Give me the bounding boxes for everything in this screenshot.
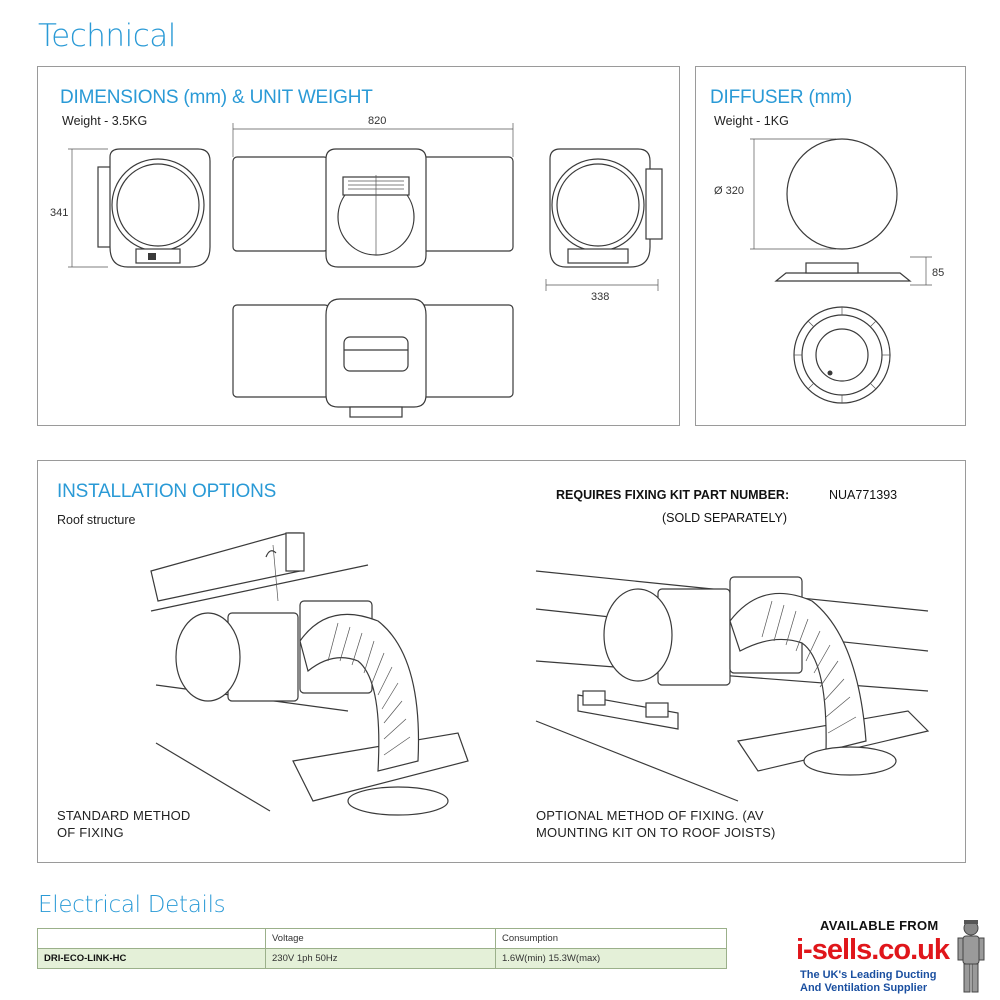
- fixing-kit-number: NUA771393: [829, 488, 898, 502]
- table-header-consumption: Consumption: [495, 928, 727, 949]
- table-header-row: Voltage Consumption: [37, 928, 727, 949]
- electrical-table: Voltage Consumption DRI-ECO-LINK-HC 230V…: [37, 928, 727, 969]
- fixing-kit-label: REQUIRES FIXING KIT PART NUMBER:: [556, 488, 790, 502]
- roof-structure-label: Roof structure: [57, 513, 136, 527]
- bottom-view-drawing: [232, 298, 514, 418]
- width-dimension: 820: [368, 115, 387, 127]
- table-header-model: [37, 928, 266, 949]
- installation-title: INSTALLATION OPTIONS: [57, 481, 277, 502]
- table-header-voltage: Voltage: [265, 928, 496, 949]
- standard-method-caption-line1: STANDARD METHOD: [57, 808, 191, 823]
- dimensions-panel: DIMENSIONS (mm) & UNIT WEIGHT Weight - 3…: [37, 66, 680, 426]
- sold-separately-note: (SOLD SEPARATELY): [662, 511, 788, 525]
- advert-tagline-line1: The UK's Leading Ducting: [800, 969, 937, 981]
- table-cell-model: DRI-ECO-LINK-HC: [37, 948, 266, 969]
- optional-method-caption-line2: MOUNTING KIT ON TO ROOF JOISTS): [536, 825, 776, 840]
- installation-panel: INSTALLATION OPTIONS Roof structure REQU…: [37, 460, 966, 863]
- advert-brand-logo[interactable]: i-sells.co.uk: [796, 934, 950, 966]
- installation-drawings: [150, 532, 930, 816]
- diffuser-diameter: Ø 320: [714, 185, 744, 197]
- standard-method-caption-line2: OF FIXING: [57, 825, 124, 840]
- depth-dimension: 338: [591, 291, 610, 303]
- unit-drawings: [68, 123, 663, 418]
- page-title: Technical: [38, 18, 176, 54]
- table-cell-voltage: 230V 1ph 50Hz: [265, 948, 496, 969]
- unit-weight: Weight - 3.5KG: [62, 114, 148, 128]
- optional-method-caption-line1: OPTIONAL METHOD OF FIXING. (AV: [536, 808, 764, 823]
- diffuser-panel: DIFFUSER (mm) Weight - 1KG Ø 320 85: [695, 66, 966, 426]
- diffuser-title: DIFFUSER (mm): [710, 87, 852, 108]
- diffuser-weight: Weight - 1KG: [714, 114, 789, 128]
- side-view-drawing: [545, 148, 663, 291]
- advert-available-text: AVAILABLE FROM: [820, 918, 939, 933]
- dimensions-title: DIMENSIONS (mm) & UNIT WEIGHT: [60, 87, 373, 108]
- height-dimension: 341: [50, 207, 69, 219]
- top-view-drawing: [232, 123, 514, 268]
- table-cell-consumption: 1.6W(min) 15.3W(max): [495, 948, 727, 969]
- diffuser-drawings: [750, 138, 932, 404]
- front-view-drawing: [68, 148, 211, 268]
- mascot-icon: [957, 920, 985, 993]
- standard-method-drawing: [150, 532, 469, 816]
- electrical-title: Electrical Details: [38, 892, 226, 918]
- supplier-advert[interactable]: AVAILABLE FROM i-sells.co.uk The UK's Le…: [790, 914, 985, 998]
- optional-method-drawing: [535, 570, 930, 802]
- diffuser-height: 85: [932, 267, 945, 279]
- advert-tagline-line2: And Ventilation Supplier: [800, 982, 928, 994]
- table-row: DRI-ECO-LINK-HC 230V 1ph 50Hz 1.6W(min) …: [37, 948, 727, 969]
